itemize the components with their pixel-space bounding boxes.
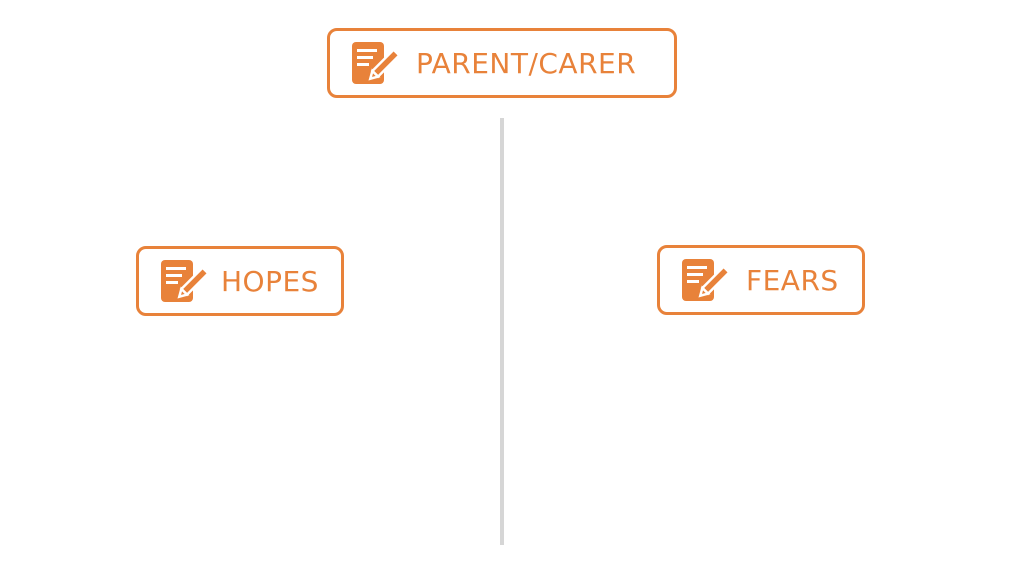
fears-box: FEARS xyxy=(657,245,865,315)
notepad-pencil-icon xyxy=(350,39,402,87)
notepad-pencil-icon xyxy=(159,257,211,305)
hopes-box: HOPES xyxy=(136,246,344,316)
parent-carer-label: PARENT/CARER xyxy=(416,46,637,80)
vertical-divider xyxy=(500,118,504,545)
notepad-pencil-icon xyxy=(680,256,732,304)
hopes-label: HOPES xyxy=(221,264,319,298)
parent-carer-box: PARENT/CARER xyxy=(327,28,677,98)
fears-label: FEARS xyxy=(746,263,839,297)
